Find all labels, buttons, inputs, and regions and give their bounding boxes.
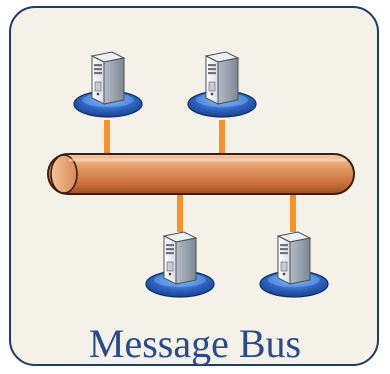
message-bus-pipe xyxy=(47,153,355,195)
server-top-right-icon xyxy=(187,51,257,118)
server-bottom-left-icon xyxy=(145,231,215,298)
server-top-left-icon xyxy=(73,51,143,118)
diagram-caption: Message Bus xyxy=(88,321,302,366)
server-bottom-right-icon xyxy=(259,231,329,298)
